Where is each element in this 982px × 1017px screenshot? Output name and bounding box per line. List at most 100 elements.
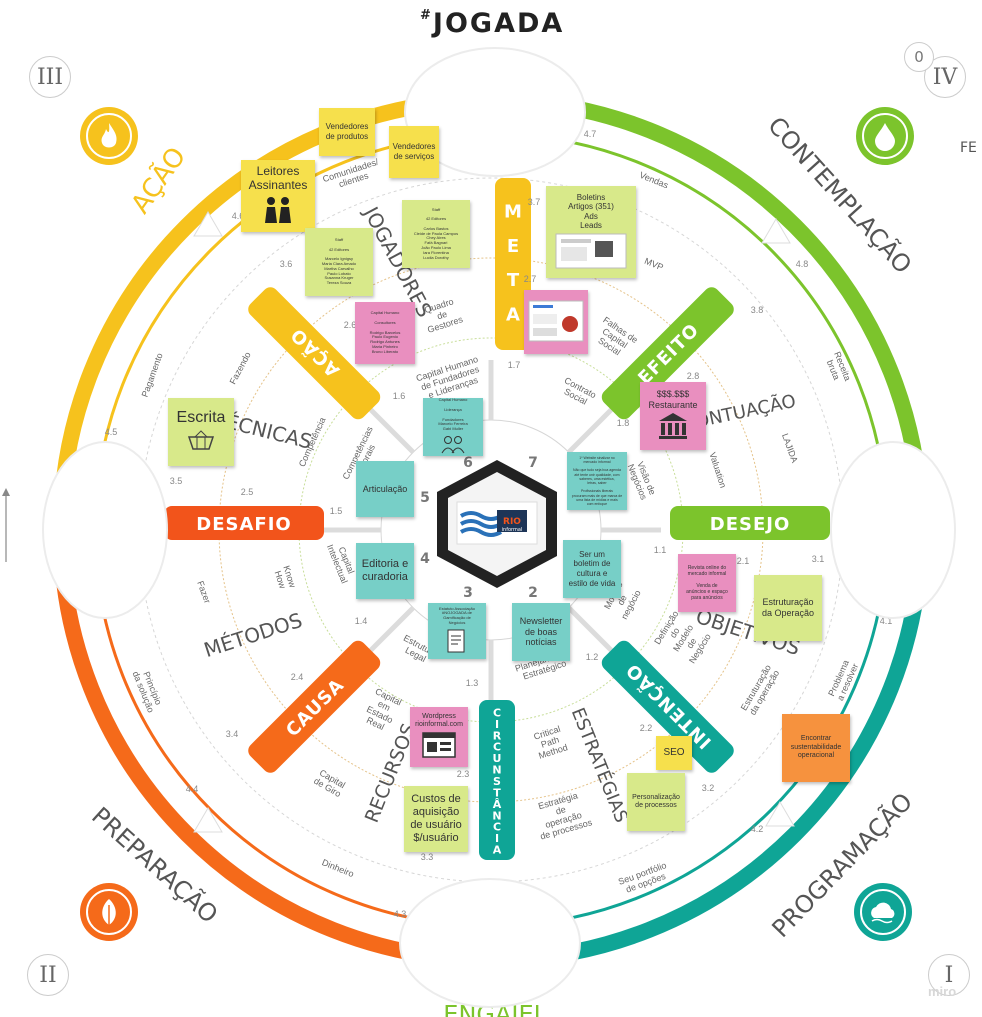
field-label: Capitalde Giro [312,767,348,799]
doc-icon [445,628,469,656]
sticky-note-text: Vendedores de serviços [392,142,436,161]
sticky-note[interactable]: SEO [656,736,692,770]
web-icon [422,731,456,761]
cropped-label: FE [960,140,977,156]
sticky-note[interactable] [524,290,588,354]
spoke-letter: R [493,729,502,742]
field-label: CriticalPathMethod [531,723,569,761]
sticky-note-text: 1º Website sinalizar no mercado informal… [571,455,623,506]
water-element-icon [856,107,914,165]
cell-number: 2.6 [344,320,357,330]
cell-number: 2.4 [291,672,304,682]
sticky-note-text: SEO [663,747,685,758]
field-label: Estruturaçãoda operação [739,663,782,717]
cell-number: 4.2 [751,824,764,834]
sticky-note[interactable]: Estruturação da Operação [754,575,822,641]
connector-bubble [399,878,581,1008]
sticky-note[interactable]: Encontrar sustentabilidade operacional [782,714,850,782]
ring-arrow [193,211,223,237]
cell-number: 1.5 [330,506,343,516]
hex-number: 3 [463,585,473,601]
corner-ii[interactable]: II [27,954,69,996]
field-label: ContratoSocial [558,375,598,409]
sticky-note-text: Capital Humano Liderança Fundadores Marc… [438,398,468,432]
cloud-element-icon [854,883,912,941]
hex-number: 5 [420,490,430,506]
sticky-note-text: Wordpress rioinformal.com [415,712,463,729]
ring-arrow [193,807,223,833]
sticky-note[interactable]: $$$.$$$ Restaurante [640,382,706,450]
hex-number: 7 [528,455,538,471]
ring-arrow [765,801,795,827]
cell-number: 3.5 [170,476,183,486]
sticky-note[interactable]: Wordpress rioinformal.com [410,707,468,767]
dash-icon [528,300,584,345]
sticky-note-text: Newsletter de boas notícias [519,615,563,648]
connector-bubble [830,441,956,619]
page-title: #JOGADA [420,8,565,39]
cell-number: 3.8 [751,305,764,315]
leaf-element-icon [80,883,138,941]
sticky-note-text: Staff 42 Editores Marcelo Ignigsy Maria … [321,237,357,286]
cell-number: 1.4 [355,616,368,626]
cell-number: 3.1 [812,554,825,564]
field-label: Valuation [707,451,728,489]
spoke-causa: CAUSA [248,640,381,773]
sticky-note[interactable]: 1º Website sinalizar no mercado informal… [567,452,627,510]
sticky-note[interactable]: Escrita [168,398,234,466]
sticky-note[interactable]: Articulação [356,461,414,517]
sticky-note[interactable]: Capital Humano Consultores Rodrigo Barce… [355,302,415,364]
sticky-note[interactable]: Staff 42 Editores Marcelo Ignigsy Maria … [305,228,373,296]
sticky-note[interactable]: Estatuto Associação #NOJOGADA de Gamific… [428,603,486,659]
cell-number: 2.5 [241,487,254,497]
cell-number: 1.2 [586,652,599,662]
sticky-note[interactable]: Staff 42 Editores Carlos Bastos Cleide d… [402,200,470,268]
field-label: Fazendo [227,350,252,386]
up-arrow-icon [2,488,10,562]
cell-number: 4.5 [105,427,118,437]
cell-number: 1.1 [654,545,667,555]
sticky-note[interactable]: Capital Humano Liderança Fundadores Marc… [423,398,483,456]
sticky-note[interactable]: Editoria e curadoria [356,543,414,599]
sticky-note-text: Articulação [362,483,408,494]
center-logo-hexagon: RIO informal [433,458,561,590]
sticky-note-text: Leitores Assinantes [248,163,308,193]
hex-number: 4 [420,551,430,567]
cell-number: 1.8 [617,418,630,428]
logo-text: RIO [503,517,521,527]
sticky-note-text: Encontrar sustentabilidade operacional [790,735,842,760]
spoke-letter: T [507,270,520,291]
logo-subtext: informal [502,527,523,533]
ring-arrow [761,218,791,244]
field-label: Seu portfóliode opções [617,860,671,896]
cell-number: 4.3 [394,909,407,919]
counter-badge: 0 [904,42,934,72]
sticky-note[interactable]: Newsletter de boas notícias [512,603,570,661]
field-label: Comunidades/clientes [321,157,383,194]
cell-number: 3.2 [702,783,715,793]
corner-i[interactable]: I [928,954,970,996]
spoke-desafio: DESAFIO [164,506,324,540]
sticky-note[interactable]: Ser um boletim de cultura e estilo de vi… [563,540,621,598]
sticky-note[interactable]: Vendedores de produtos [319,108,375,156]
field-label: Receitabruta [823,350,853,386]
hex-number: 6 [463,455,473,471]
sticky-note[interactable]: Personalização de processos [627,773,685,831]
field-label: Visão deNegócios [626,459,659,502]
cell-number: 2.1 [737,556,750,566]
basket-icon [187,429,215,456]
inner-arc [93,529,492,928]
cell-number: 2.7 [524,274,537,284]
miro-watermark: miro [928,984,957,999]
field-label: Dinheiro [321,857,356,879]
sticky-note[interactable]: Boletins Artigos (351) Ads Leads [546,186,636,278]
spoke-letter: E [507,236,519,257]
cell-number: 2.8 [687,371,700,381]
sticky-note[interactable]: Vendedores de serviços [389,126,439,178]
corner-iii[interactable]: III [29,56,71,98]
sticky-note[interactable]: Custos de aquisição de usuário $/usuário [404,786,468,852]
spoke-letter: I [495,718,499,731]
sticky-note[interactable]: Leitores Assinantes [241,160,315,232]
sticky-note[interactable]: Revista online do mercado informal Venda… [678,554,736,612]
spoke-letter: M [504,201,522,222]
